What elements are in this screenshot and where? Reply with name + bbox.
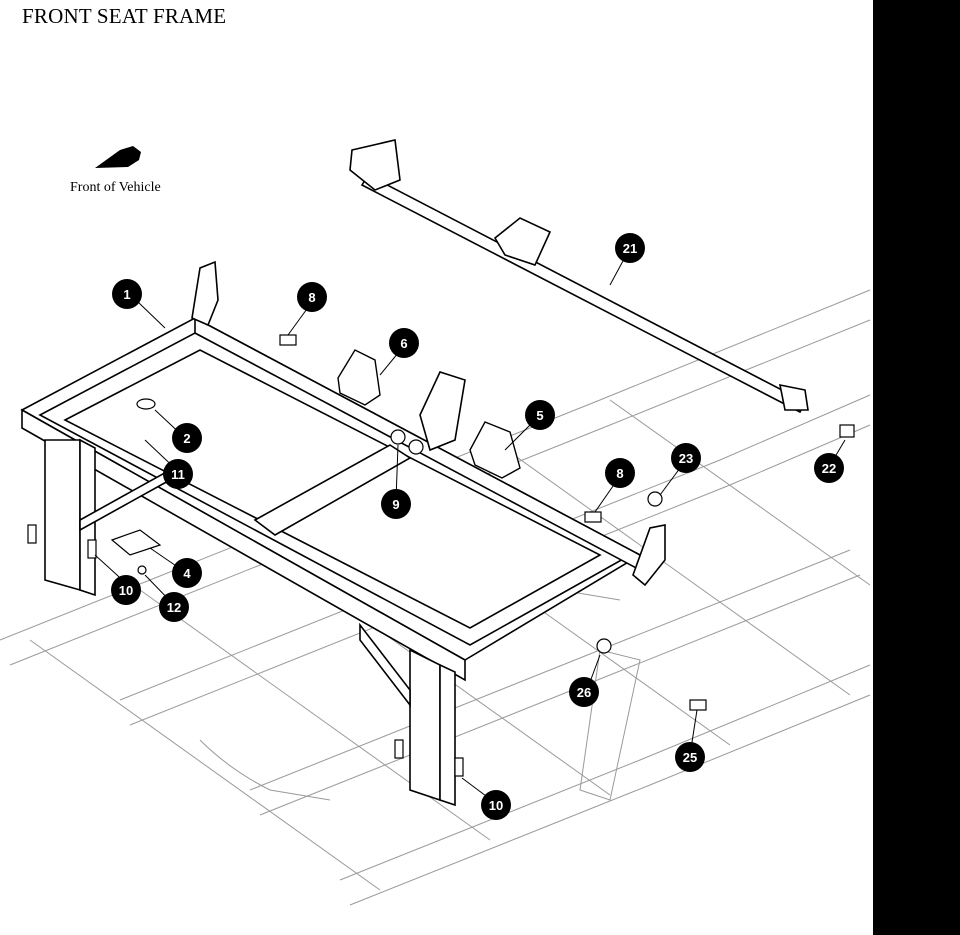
callout-8-upper: 8 — [297, 282, 327, 312]
callout-10-right: 10 — [481, 790, 511, 820]
callout-4: 4 — [172, 558, 202, 588]
seat-frame — [20, 260, 666, 807]
callout-25: 25 — [675, 742, 705, 772]
callout-21: 21 — [615, 233, 645, 263]
callout-2: 2 — [172, 423, 202, 453]
front-of-vehicle-label: Front of Vehicle — [70, 180, 161, 195]
callout-23: 23 — [671, 443, 701, 473]
svg-text:1: 1 — [123, 287, 130, 302]
svg-text:11: 11 — [171, 467, 185, 482]
right-black-band — [873, 0, 960, 935]
svg-text:23: 23 — [679, 451, 693, 466]
front-arrow-icon — [95, 146, 141, 168]
svg-text:10: 10 — [489, 798, 503, 813]
page-title: FRONT SEAT FRAME — [22, 4, 227, 28]
svg-text:5: 5 — [536, 408, 543, 423]
svg-text:26: 26 — [577, 685, 591, 700]
svg-text:8: 8 — [308, 290, 315, 305]
svg-text:12: 12 — [167, 600, 181, 615]
svg-text:22: 22 — [822, 461, 836, 476]
callout-11: 11 — [163, 459, 193, 489]
svg-text:4: 4 — [183, 566, 191, 581]
seat-back-bar — [349, 139, 809, 414]
callout-8-lower: 8 — [605, 458, 635, 488]
callout-10-left: 10 — [111, 575, 141, 605]
svg-text:6: 6 — [400, 336, 407, 351]
callout-12: 12 — [159, 592, 189, 622]
svg-text:10: 10 — [119, 583, 133, 598]
callouts: 1 2 4 5 6 8 8 9 10 10 11 12 21 22 23 25 … — [111, 233, 844, 820]
svg-text:21: 21 — [623, 241, 637, 256]
callout-26: 26 — [569, 677, 599, 707]
callout-6: 6 — [389, 328, 419, 358]
callout-22: 22 — [814, 453, 844, 483]
svg-text:2: 2 — [183, 431, 190, 446]
fasteners — [27, 334, 855, 777]
callout-1: 1 — [112, 279, 142, 309]
callout-5: 5 — [525, 400, 555, 430]
svg-text:25: 25 — [683, 750, 697, 765]
callout-9: 9 — [381, 489, 411, 519]
seat-belt-buckles — [337, 349, 521, 479]
svg-text:9: 9 — [392, 497, 399, 512]
svg-text:8: 8 — [616, 466, 623, 481]
